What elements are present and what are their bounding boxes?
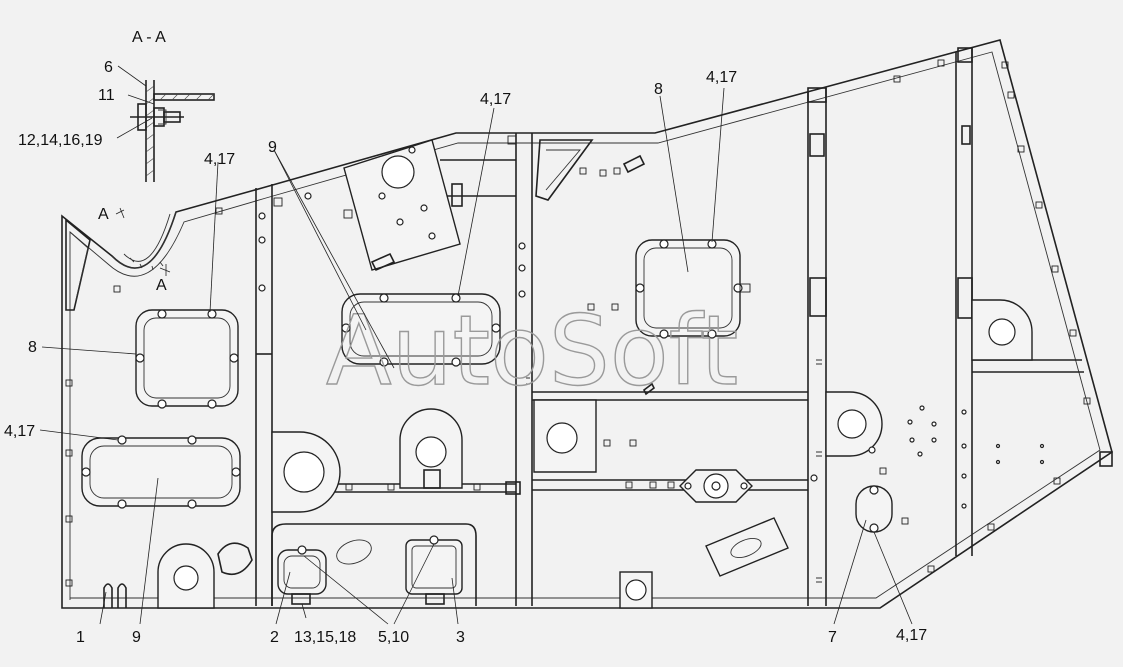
section-title: A - A [132,29,166,46]
main-panel [61,39,1113,609]
misc-details [65,59,1113,608]
hatch-center [341,293,501,367]
mounting-plate [343,139,461,272]
callout-6: 6 [104,59,113,76]
lower-tray [271,523,477,606]
callout-13-15-18: 13,15,18 [294,629,356,646]
callout-9-top: 9 [268,139,277,156]
callout-4-17-lower-left: 4,17 [4,423,35,440]
section-detail: A - A [130,29,215,182]
section-marker-top: A [98,206,109,223]
callout-11: 11 [98,87,115,104]
oval-hatch [855,485,893,533]
part-callouts: 6 11 12,14,16,19 4,17 9 4,17 8 4,17 8 4,… [4,59,927,646]
leader-lines [39,65,913,625]
watermark-logo: AutoSoft [326,295,738,407]
callout-7: 7 [828,629,837,646]
hatch-right [635,239,751,339]
callout-4-17-center: 4,17 [480,91,511,108]
callout-4-17-left: 4,17 [204,151,235,168]
callout-4-17-bottom-right: 4,17 [896,627,927,644]
bearing-housings [157,299,1033,609]
callout-8-left: 8 [28,339,37,356]
callout-3: 3 [456,629,465,646]
hatch-left-lower [81,435,241,509]
hatch-left-upper [135,309,239,409]
callout-2: 2 [270,629,279,646]
callout-9-bottom: 9 [132,629,141,646]
callout-4-17-right: 4,17 [706,69,737,86]
section-marker-bottom: A [156,277,167,294]
callout-12-14-16-19: 12,14,16,19 [18,132,103,149]
callout-5-10: 5,10 [378,629,409,646]
section-markers: A A [98,206,171,294]
diamond-flange [679,469,753,503]
callout-8-right: 8 [654,81,663,98]
callout-1: 1 [76,629,85,646]
